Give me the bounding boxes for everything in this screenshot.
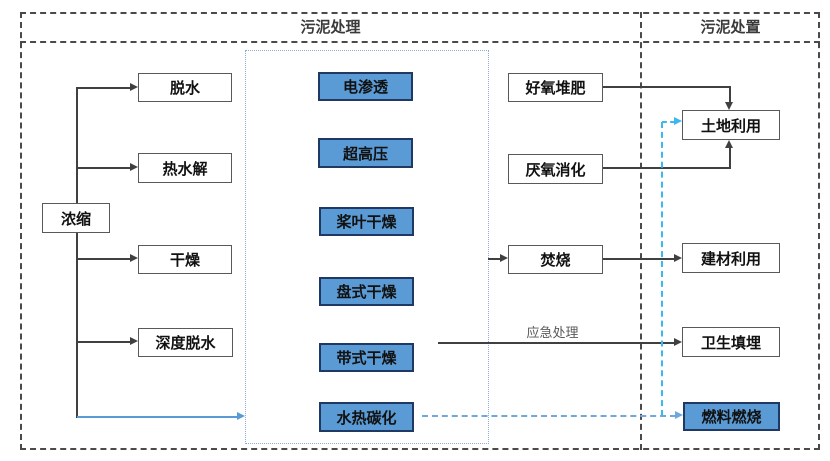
node-land-use-label: 土地利用 bbox=[700, 117, 761, 135]
node-hydrothermal-carbonization: 水热碳化 bbox=[319, 402, 414, 432]
node-hydrothermal-carbonization-label: 水热碳化 bbox=[336, 409, 397, 427]
node-belt-drying-label: 带式干燥 bbox=[336, 350, 397, 367]
connector-to-deep-dewatering bbox=[77, 341, 131, 343]
node-thermal-hydrolysis: 热水解 bbox=[138, 153, 232, 183]
node-drying: 干燥 bbox=[138, 245, 232, 274]
node-aerobic-composting-label: 好氧堆肥 bbox=[525, 80, 586, 97]
connector-incineration-to-building bbox=[603, 258, 675, 260]
connector-aerobic-to-landuse-v bbox=[729, 86, 731, 103]
node-land-use: 土地利用 bbox=[682, 110, 780, 140]
connector-to-thermal-hydrolysis bbox=[77, 167, 131, 169]
node-deep-dewatering-label: 深度脱水 bbox=[155, 335, 216, 352]
node-disc-drying-label: 盘式干燥 bbox=[336, 284, 397, 301]
section-header-disposal-label: 污泥处置 bbox=[700, 19, 761, 36]
connector-aerobic-to-landuse-h bbox=[603, 86, 731, 88]
node-ultra-high-pressure-label: 超高压 bbox=[342, 145, 388, 163]
node-anaerobic-digestion: 厌氧消化 bbox=[508, 154, 603, 184]
node-incineration: 焚烧 bbox=[508, 245, 603, 274]
node-paddle-drying-label: 桨叶干燥 bbox=[336, 214, 397, 231]
connector-anaerobic-to-landuse-h bbox=[603, 167, 731, 169]
section-divider-line bbox=[640, 12, 642, 450]
node-incineration-label: 焚烧 bbox=[540, 252, 571, 269]
connector-thickening-trunk bbox=[76, 87, 78, 418]
node-disc-drying: 盘式干燥 bbox=[319, 277, 414, 306]
arrowhead-blue-to-hydrothermal bbox=[237, 412, 245, 420]
node-aerobic-composting: 好氧堆肥 bbox=[508, 73, 603, 102]
node-dewatering-label: 脱水 bbox=[169, 80, 200, 97]
node-thermal-hydrolysis-label: 热水解 bbox=[162, 160, 208, 178]
arrowhead-to-thermal-hydrolysis bbox=[130, 163, 138, 171]
arrowhead-to-dewatering bbox=[130, 83, 138, 91]
node-building-material-use-label: 建材利用 bbox=[700, 250, 761, 268]
arrowhead-to-drying bbox=[130, 254, 138, 262]
node-thickening: 浓缩 bbox=[42, 203, 110, 233]
arrowhead-into-landfill bbox=[674, 338, 682, 346]
connector-into-incineration bbox=[488, 258, 501, 260]
emergency-route-label: 应急处理 bbox=[526, 325, 579, 340]
arrowhead-into-incineration bbox=[500, 254, 508, 262]
header-divider-line bbox=[20, 41, 820, 43]
node-deep-dewatering: 深度脱水 bbox=[138, 328, 233, 357]
node-building-material-use: 建材利用 bbox=[682, 243, 780, 273]
node-thickening-label: 浓缩 bbox=[60, 210, 91, 228]
arrowhead-cyan-into-landuse bbox=[674, 117, 682, 125]
node-dewatering: 脱水 bbox=[138, 73, 232, 102]
connector-to-drying bbox=[77, 258, 131, 260]
arrowhead-into-landuse-bottom bbox=[725, 140, 733, 148]
node-ultra-high-pressure: 超高压 bbox=[318, 138, 413, 168]
dashed-connector-hydrothermal-to-fuel bbox=[422, 415, 676, 417]
arrowhead-into-landuse-top bbox=[725, 102, 733, 110]
section-header-treatment-label: 污泥处理 bbox=[300, 19, 361, 36]
dashed-connector-cyan-to-landuse bbox=[662, 121, 675, 123]
node-electro-osmosis-label: 电渗透 bbox=[342, 79, 388, 96]
node-belt-drying: 带式干燥 bbox=[319, 343, 414, 372]
dashed-connector-cyan-vertical bbox=[661, 122, 663, 416]
section-header-treatment: 污泥处理 bbox=[20, 12, 641, 41]
node-fuel-combustion-label: 燃料燃烧 bbox=[701, 409, 762, 426]
node-fuel-combustion: 燃料燃烧 bbox=[683, 402, 780, 431]
node-electro-osmosis: 电渗透 bbox=[318, 72, 413, 101]
connector-to-dewatering bbox=[77, 87, 131, 89]
node-sanitary-landfill-label: 卫生填埋 bbox=[700, 334, 761, 352]
connector-emergency-to-landfill bbox=[438, 342, 675, 344]
arrowhead-into-building-material bbox=[674, 254, 682, 262]
arrowhead-to-deep-dewatering bbox=[130, 337, 138, 345]
connector-anaerobic-to-landuse-v bbox=[729, 148, 731, 169]
arrowhead-into-fuel-combustion bbox=[675, 411, 683, 419]
outer-frame bbox=[20, 12, 820, 450]
node-sanitary-landfill: 卫生填埋 bbox=[682, 327, 780, 357]
section-header-disposal: 污泥处置 bbox=[641, 12, 820, 41]
connector-blue-to-hydrothermal bbox=[77, 416, 238, 418]
node-anaerobic-digestion-label: 厌氧消化 bbox=[525, 161, 586, 179]
node-paddle-drying: 桨叶干燥 bbox=[319, 207, 414, 236]
technology-group-container bbox=[245, 50, 489, 444]
node-drying-label: 干燥 bbox=[169, 252, 200, 269]
